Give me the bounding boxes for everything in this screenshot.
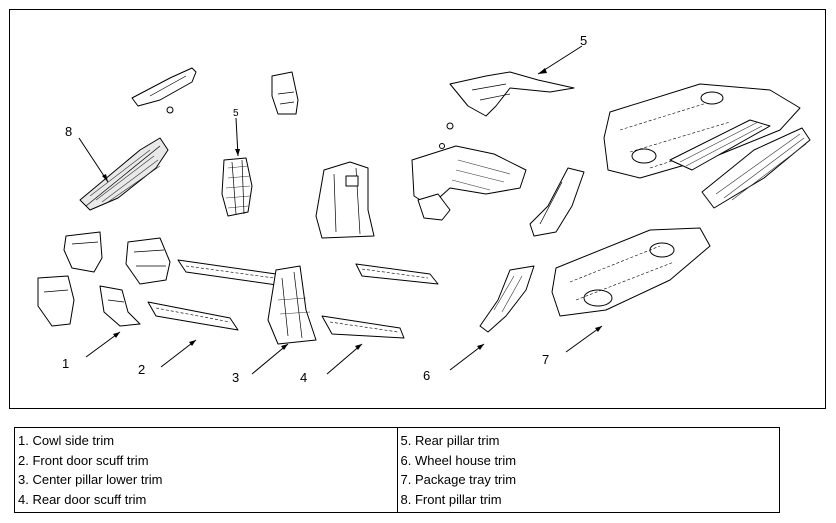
package-tray-upper-assembly	[603, 83, 811, 209]
callout-7: 7	[542, 352, 549, 367]
legend-left-column: 1. Cowl side trim 2. Front door scuff tr…	[14, 427, 398, 513]
package-tray-trim-part	[551, 227, 711, 317]
legend-item-6: 6. Wheel house trim	[400, 452, 517, 468]
legend-item-8: 8. Front pillar trim	[400, 491, 502, 507]
wheel-house-trim-part	[479, 265, 535, 333]
front-pillar-trim-part	[79, 137, 169, 211]
rear-door-scuff-trim-part	[321, 263, 439, 339]
center-pillar-upper-trim	[221, 157, 253, 217]
cowl-side-trim-part	[37, 231, 171, 327]
exploded-parts-diagram: 1 2 3 4 5 5 6 7 8	[9, 9, 826, 409]
legend-table: 1. Cowl side trim 2. Front door scuff tr…	[14, 427, 780, 513]
callout-1: 1	[62, 356, 69, 371]
callout-leaders	[78, 45, 603, 375]
callout-3: 3	[232, 370, 239, 385]
legend-row: 1. Cowl side trim 2. Front door scuff tr…	[14, 427, 780, 513]
callout-2: 2	[138, 362, 145, 377]
callout-8: 8	[65, 124, 72, 139]
clip-piece	[271, 71, 299, 115]
legend-item-3: 3. Center pillar lower trim	[18, 472, 163, 487]
pillar-upper-trim-center	[315, 161, 375, 239]
center-pillar-lower-trim-part	[267, 265, 317, 345]
legend-item-2: 2. Front door scuff trim	[18, 452, 149, 468]
legend-item-1: 1. Cowl side trim	[18, 433, 115, 448]
rear-pillar-trim-part	[411, 71, 575, 221]
legend-item-4: 4. Rear door scuff trim	[18, 491, 147, 507]
callout-6: 6	[423, 368, 430, 383]
legend-item-5: 5. Rear pillar trim	[400, 433, 500, 448]
legend-item-7: 7. Package tray trim	[400, 472, 517, 487]
legend-right-column: 5. Rear pillar trim 6. Wheel house trim …	[396, 427, 780, 513]
callout-4: 4	[300, 370, 307, 385]
callout-5-top: 5	[580, 33, 587, 48]
c-pillar-trim-right	[529, 167, 585, 237]
front-pillar-upper-piece	[131, 67, 197, 145]
callout-5-small: 5	[233, 108, 239, 119]
